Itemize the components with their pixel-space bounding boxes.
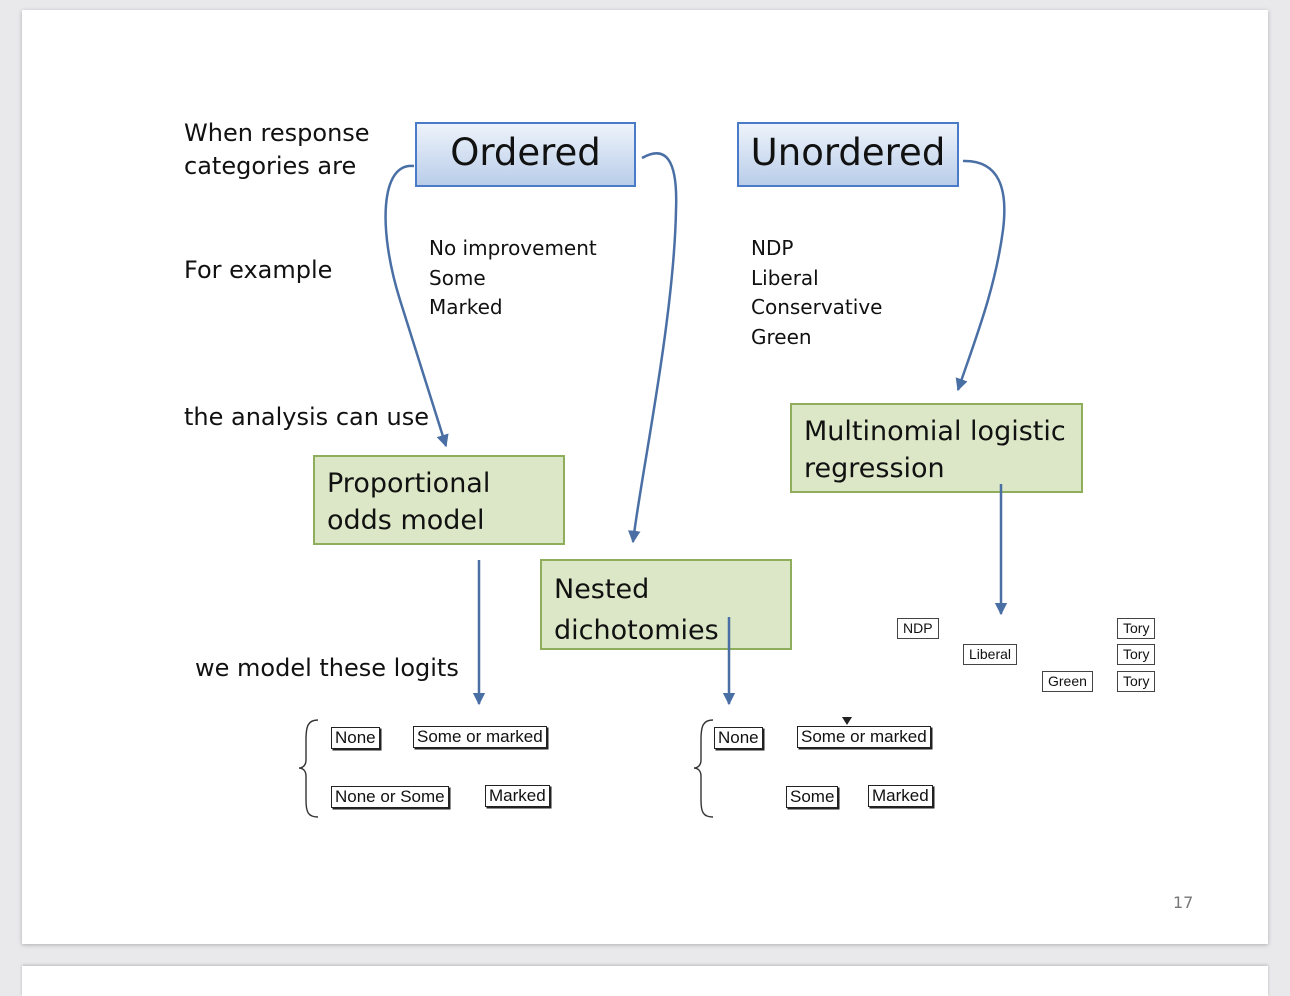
label-for-example: For example [184, 256, 333, 284]
logit-box: Liberal [963, 644, 1018, 665]
unordered-example-item: NDP [751, 236, 794, 260]
small-triangle-marker [842, 717, 852, 725]
arrow-unordered-to-multinomial [955, 159, 1006, 392]
multinomial-logistic-box: Multinomial logistic regression [790, 403, 1083, 493]
unordered-example-item: Conservative [751, 295, 883, 319]
logit-box: Tory [1117, 671, 1156, 692]
proportional-odds-line: Proportional [327, 468, 491, 499]
logit-box: Tory [1117, 618, 1156, 639]
logit-box: Green [1042, 671, 1093, 692]
ordered-example-item: Marked [429, 295, 503, 319]
nested-dichotomies-line: dichotomies [554, 615, 719, 646]
label-analysis-can-use: the analysis can use [184, 403, 430, 431]
ordered-example-item: No improvement [429, 236, 597, 260]
unordered-box: Unordered [737, 122, 959, 187]
unordered-example-item: Liberal [751, 265, 819, 290]
unordered-examples: NDP Liberal Conservative Green [751, 234, 882, 352]
ordered-box: Ordered [415, 122, 636, 187]
label-categories-are: categories are [184, 152, 357, 180]
logit-box: None or Some [331, 786, 449, 808]
ordered-example-item: Some [429, 265, 486, 290]
arrow-ordered-to-nested [628, 152, 678, 544]
proportional-odds-line: odds model [327, 505, 485, 536]
logit-box: Some [786, 786, 839, 808]
logit-box: Some or marked [797, 726, 931, 748]
logit-box: None [714, 727, 763, 749]
proportional-odds-box: Proportional odds model [313, 455, 565, 545]
nested-dichotomies-line: Nested [554, 574, 650, 605]
nested-dichotomies-box: Nested dichotomies [540, 559, 792, 650]
unordered-example-item: Green [751, 324, 812, 349]
logit-box: NDP [897, 618, 939, 639]
multinomial-line: regression [804, 453, 945, 484]
brace-proportional [298, 719, 319, 818]
page-number: 17 [1173, 893, 1194, 912]
ordered-examples: No improvement Some Marked [429, 234, 597, 323]
label-when-response: When response [184, 119, 370, 147]
brace-nested [693, 719, 714, 818]
multinomial-line: Multinomial logistic [804, 416, 1066, 447]
logit-box: Marked [868, 785, 933, 807]
logit-box: Tory [1117, 644, 1156, 665]
logit-box: None [331, 727, 380, 749]
label-model-logits: we model these logits [195, 654, 459, 682]
arrow-ordered-to-proportional [384, 164, 449, 448]
logit-box: Marked [485, 785, 550, 807]
logit-box: Some or marked [413, 726, 547, 748]
